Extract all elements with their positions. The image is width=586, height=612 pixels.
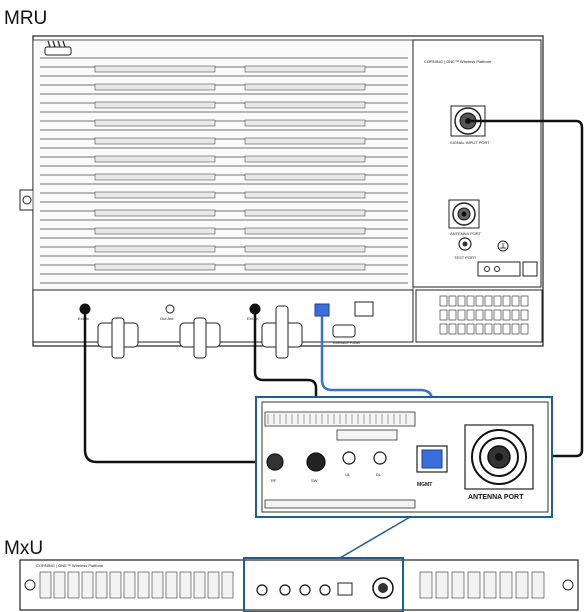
cable-clamp-2 — [180, 318, 220, 358]
zoom-rf-connector-4[interactable] — [374, 452, 386, 464]
ground-icon — [498, 241, 508, 251]
zoom-rf-connector-1[interactable] — [267, 454, 283, 470]
ext-in-label-left: Ext. In — [78, 316, 89, 321]
mru-title: MRU — [4, 8, 47, 29]
mru-brand: CORNING | ONE™ Wireless Platform — [424, 59, 492, 64]
mxu-unit: CORNING | ONE™ Wireless Platform — [20, 558, 578, 612]
zoom-mgmt-label: MGMT — [417, 482, 432, 488]
zoom-port-label-3: UL — [345, 472, 351, 477]
test-port[interactable] — [459, 238, 471, 250]
mru-port-2[interactable] — [355, 302, 373, 316]
zoom-rf-connector-2[interactable] — [307, 453, 325, 471]
mxu-title: MxU — [4, 538, 43, 559]
zoom-antenna-port[interactable] — [465, 425, 533, 489]
zoom-port-label-2: SW — [311, 478, 318, 483]
zoom-port-label-1: RF — [271, 478, 277, 483]
zoom-port-label-4: DL — [376, 472, 382, 477]
out-ant-label: Out Ant. — [160, 316, 174, 321]
mru-console-label: Interface Panel — [333, 340, 360, 345]
zoom-callout-line — [340, 517, 410, 558]
zoom-mgmt-port[interactable] — [417, 446, 447, 472]
mxu-brand: CORNING | ONE™ Wireless Platform — [36, 563, 104, 568]
zoom-rf-connector-3[interactable] — [343, 452, 355, 464]
zoom-detail-panel: RF SW UL DL MGMT ANTENNA PORT — [256, 397, 552, 517]
ext-in-label-right: Ext. In — [247, 316, 258, 321]
zoom-antenna-port-label: ANTENNA PORT — [468, 494, 524, 501]
mru-console-port[interactable] — [333, 325, 355, 337]
mru-cooling-grille — [33, 40, 413, 290]
mru-unit: CORNING | ONE™ Wireless Platform SIGNAL … — [20, 36, 543, 358]
mru-ethernet-port[interactable] — [315, 304, 329, 316]
rj45-port-icon — [422, 450, 442, 468]
signal-input-port-label: SIGNAL INPUT PORT — [450, 140, 490, 145]
mru-right-panel — [413, 40, 541, 287]
out-ant-connector[interactable] — [166, 305, 174, 313]
mru-antenna-port[interactable] — [449, 200, 479, 228]
cable-clamp-1 — [98, 318, 138, 358]
test-port-label: TEST PORT — [454, 255, 477, 260]
mru-antenna-port-label: ANTENNA PORT — [450, 231, 482, 236]
